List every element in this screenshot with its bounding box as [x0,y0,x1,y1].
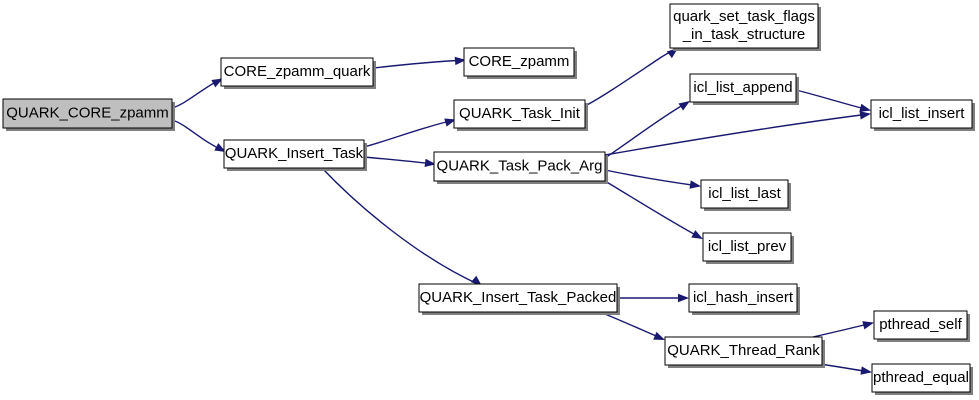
arrowhead-icon [860,366,872,375]
nodes-layer: QUARK_CORE_zpamm CORE_zpamm_quarkQUARK_In… [2,3,975,395]
arrowhead-icon [859,111,871,120]
edge-line [812,322,873,338]
node-label: QUARK_Task_Pack_Arg [437,157,603,174]
edge-line [599,311,664,340]
graph-node-quark_set_task_flags_in_task_structure[interactable]: quark_set_task_flags_in_task_structure [669,3,821,51]
node-label: QUARK_Insert_Task_Packed [420,289,617,306]
node-rect[interactable] [700,179,789,209]
edge-quark_insert_task_packed-to-icl_hash_insert [616,293,689,303]
node-label: pthread_equal [873,369,969,386]
node-label: icl_list_last [708,185,781,202]
edge-core_zpamm_quark-to-core_zpamm [372,56,466,69]
graph-node-pthread_self[interactable]: pthread_self [873,310,970,342]
arrowhead-icon [214,143,226,152]
edge-quark_task_pack_arg-to-icl_list_last [604,169,701,189]
node-label: QUARK_Task_Init [459,105,581,122]
node-rect[interactable] [870,99,973,129]
edge-quark_core_zpamm-to-quark_insert_task [171,119,226,152]
edge-line [363,119,455,148]
edge-line [604,180,702,239]
node-label: quark_set_task_flags [673,8,815,25]
graph-node-core_zpamm[interactable]: CORE_zpamm [463,47,577,79]
node-rect[interactable] [223,139,365,169]
node-rect[interactable] [873,310,968,340]
arrowhead-icon [859,103,871,112]
node-rect[interactable] [418,283,618,313]
node-rect[interactable] [463,47,575,77]
edge-line [604,113,870,156]
arrowhead-icon [689,180,701,189]
arrowhead-icon [470,275,482,286]
edge-icl_list_append-to-icl_list_insert [795,89,871,112]
edge-line [363,156,435,165]
graph-node-icl_list_append[interactable]: icl_list_append [689,73,799,105]
edge-quark_insert_task_packed-to-quark_thread_rank [599,311,665,340]
edge-line [795,89,870,111]
graph-node-icl_hash_insert[interactable]: icl_hash_insert [688,283,800,315]
node-rect[interactable] [664,336,823,366]
graph-node-quark_task_init[interactable]: QUARK_Task_Init [453,99,588,131]
node-label: QUARK_Insert_Task [225,145,364,162]
arrowhead-icon [454,56,466,66]
edge-quark_thread_rank-to-pthread_self [812,321,874,338]
arrowhead-icon [862,321,874,330]
graph-node-quark_insert_task_packed[interactable]: QUARK_Insert_Task_Packed [418,283,620,315]
arrowhead-icon [653,331,665,340]
edge-line [584,48,677,107]
graph-node-icl_list_last[interactable]: icl_list_last [700,179,791,211]
node-rect[interactable] [871,363,971,393]
edges-layer [171,48,874,375]
node-label: QUARK_CORE_zpamm [6,104,169,121]
node-label: icl_hash_insert [693,289,794,306]
graph-node-core_zpamm_quark[interactable]: CORE_zpamm_quark [220,57,376,89]
edge-quark_insert_task-to-quark_task_init [363,118,456,148]
edge-quark_task_pack_arg-to-icl_list_append [604,101,690,159]
edge-quark_task_pack_arg-to-icl_list_insert [604,111,871,156]
node-label: QUARK_Thread_Rank [667,342,820,359]
arrowhead-icon [678,293,689,303]
arrowhead-icon [211,78,223,88]
graph-node-icl_list_prev[interactable]: icl_list_prev [702,232,794,264]
node-label: icl_list_insert [879,105,966,122]
node-label: pthread_self [879,316,962,333]
graph-node-quark_insert_task[interactable]: QUARK_Insert_Task [223,139,367,171]
graph-node-quark_thread_rank[interactable]: QUARK_Thread_Rank [664,336,825,368]
edge-quark_insert_task-to-quark_task_pack_arg [363,156,436,168]
edge-quark_task_pack_arg-to-icl_list_prev [604,180,703,239]
node-rect[interactable] [453,99,586,129]
edge-quark_core_zpamm-to-core_zpamm_quark [171,78,223,109]
node-rect[interactable] [669,3,819,49]
node-label: CORE_zpamm [469,53,570,70]
arrowhead-icon [678,101,690,111]
edge-line [372,59,465,69]
node-label: CORE_zpamm_quark [224,63,371,80]
arrowhead-icon [424,158,436,168]
edge-line [604,169,700,187]
graph-node-quark_task_pack_arg[interactable]: QUARK_Task_Pack_Arg [433,151,608,184]
arrowhead-icon [444,118,456,127]
graph-node-quark_core_zpamm[interactable]: QUARK_CORE_zpamm [2,98,175,131]
graph-node-pthread_equal[interactable]: pthread_equal [871,363,973,395]
node-rect[interactable] [2,98,173,129]
node-rect[interactable] [702,232,792,262]
node-rect[interactable] [220,57,374,87]
node-label: icl_list_append [693,79,792,96]
node-rect[interactable] [688,283,798,313]
node-rect[interactable] [689,73,797,103]
node-label: icl_list_prev [708,238,787,255]
arrowhead-icon [691,230,703,239]
edge-line [171,119,225,152]
edge-line [604,101,689,159]
edge-line [321,167,481,286]
node-label: _in_task_structure [682,26,806,43]
edge-quark_task_init-to-quark_set_task_flags_in_task_structure [584,48,678,107]
node-rect[interactable] [433,151,606,182]
graph-node-icl_list_insert[interactable]: icl_list_insert [870,99,975,131]
edge-quark_insert_task-to-quark_insert_task_packed [321,167,482,286]
